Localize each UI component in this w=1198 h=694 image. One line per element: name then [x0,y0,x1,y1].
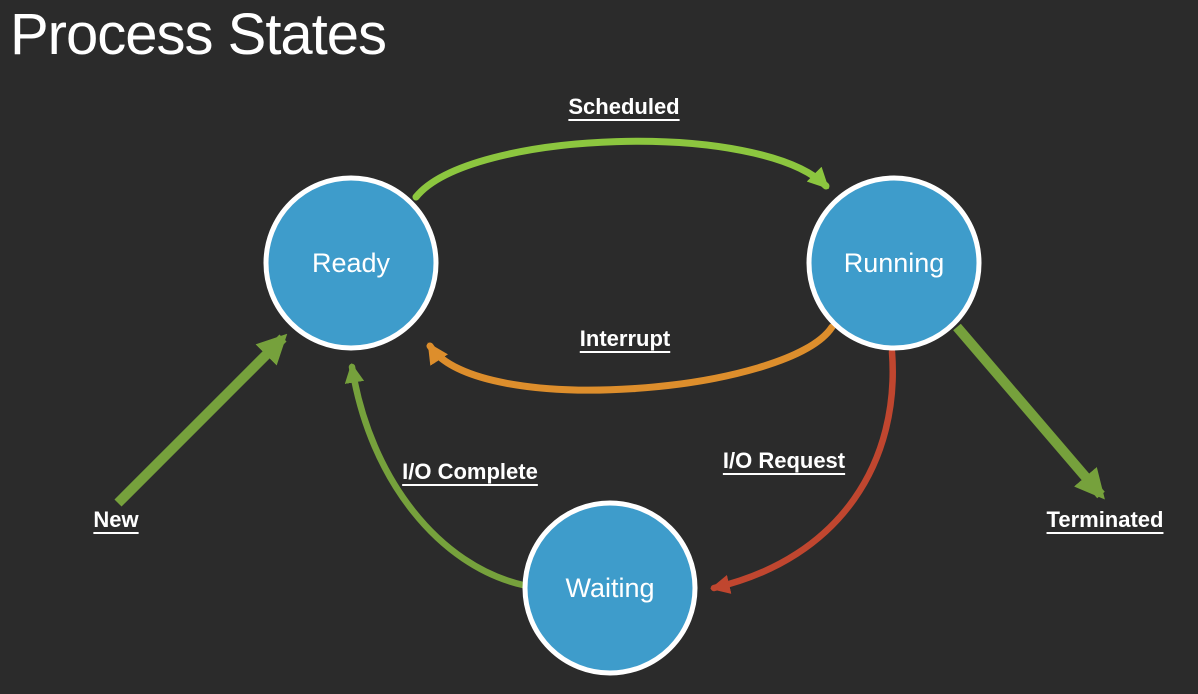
edge-scheduled-arrow [412,137,830,201]
edge-new-arrow [114,333,288,507]
edge-io-complete-arrow [344,363,527,589]
edge-label-new: New [93,507,139,532]
state-node-ready [263,175,439,351]
state-node-waiting [522,500,698,676]
edge-interrupt-arrow [426,323,836,394]
slide-title: Process States [10,2,387,67]
state-label-running: Running [844,248,945,278]
edge-label-io-request: I/O Request [722,448,846,473]
edge-label-io-complete: I/O Complete [402,459,538,484]
edge-label-scheduled: Scheduled [568,94,680,119]
state-label-waiting: Waiting [565,573,654,603]
edge-terminated-arrow [953,323,1105,500]
edge-label-terminated: Terminated [1046,507,1164,532]
edge-io-request-arrow [710,348,896,594]
state-node-running [806,175,982,351]
edge-label-interrupt: Interrupt [579,326,671,351]
state-label-ready: Ready [312,248,391,278]
